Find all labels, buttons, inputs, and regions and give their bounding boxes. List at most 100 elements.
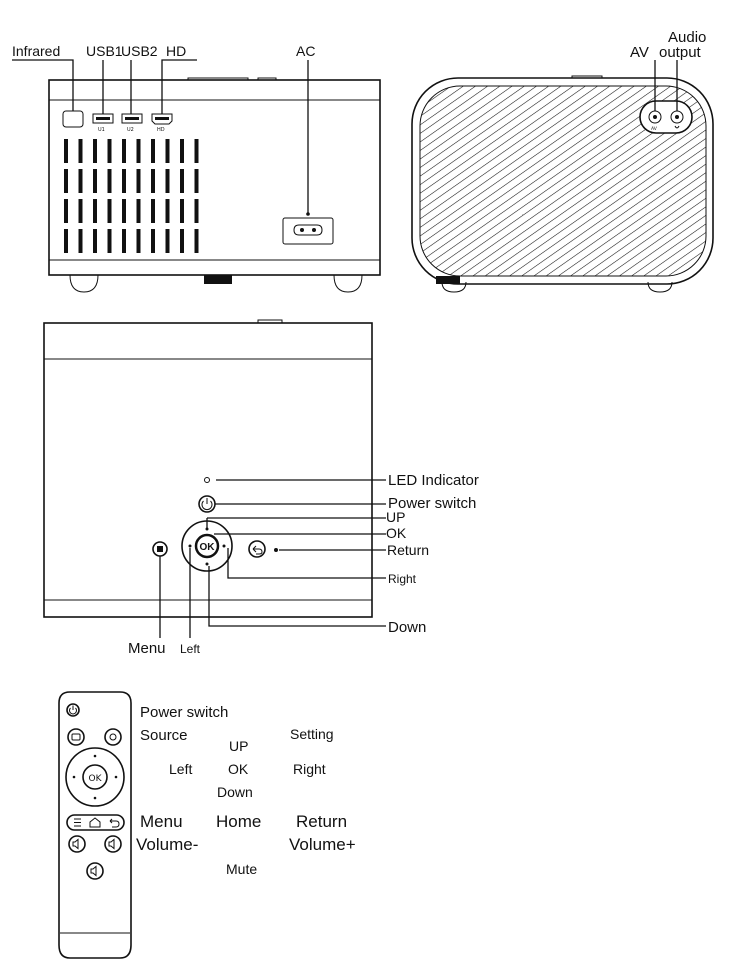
vent-slot [78,139,83,163]
vent-slot [194,199,199,223]
label-ok: OK [386,525,407,541]
ac-socket-frame [282,217,334,245]
vent-slot [136,229,141,253]
remote-label-up: UP [229,738,248,754]
label-power-switch: Power switch [388,495,476,512]
side-foot-base [436,276,460,284]
source-icon [71,733,81,741]
usb2-port [121,113,143,124]
headphone-icon [674,125,680,129]
vent-slot [78,229,83,253]
infrared-leader [12,59,74,111]
usb2-port-inner [125,117,139,120]
remote-volume-down-button[interactable] [68,835,86,853]
power-icon [201,500,213,510]
av-port-mark: AV [651,126,658,132]
remote-right-dot[interactable] [114,775,118,779]
vent-slot [107,199,112,223]
vent-slot [151,169,155,193]
hdmi-port [151,113,173,125]
remote-volume-up-button[interactable] [104,835,122,853]
remote-label-home: Home [216,812,261,831]
audio-output-port-pin [675,115,679,119]
usb1-port-mark: U1 [98,127,105,133]
hdmi-port-mark: HD [157,127,165,133]
vent-slot [180,199,184,223]
vent-slot [64,199,68,223]
vent-slot [165,169,170,193]
return-icon [252,545,263,555]
vent-slot [93,139,97,163]
remote-label-mute: Mute [226,861,257,877]
remote-setting-button[interactable] [104,728,122,746]
ok-button[interactable] [194,533,220,559]
home-icon[interactable] [89,817,101,828]
back-foot-center [204,275,232,284]
remote-control: OK Power switch Source Setting UP Left O… [58,691,356,959]
remote-label-power-switch: Power switch [140,704,228,721]
vent-slot [107,169,112,193]
dpad-down-dot[interactable] [205,562,209,566]
menu-icon[interactable] [74,818,81,827]
ac-pin-left [300,228,304,232]
vent-slot [136,199,141,223]
vent-slot [194,169,199,193]
label-down: Down [388,619,426,636]
remote-power-icon [69,707,77,715]
dpad-right-dot[interactable] [222,544,226,548]
remote-label-menu: Menu [140,812,183,831]
remote-label-volume-minus: Volume- [136,835,198,854]
remote-down-dot[interactable] [93,796,97,800]
volume-up-icon [108,838,115,850]
remote-source-button[interactable] [67,728,85,746]
remote-label-setting: Setting [290,726,334,742]
remote-up-dot[interactable] [93,754,97,758]
vent-slot [122,229,126,253]
remote-label-volume-plus: Volume+ [289,835,356,854]
label-up: UP [386,509,405,525]
back-panel [48,79,381,276]
vent-slot [165,199,170,223]
dpad-left-dot[interactable] [188,544,192,548]
right-leader [227,548,386,579]
vent-slot [122,199,126,223]
side-view: AV Audio output AV [411,29,714,293]
vent-grid [64,139,199,253]
remote-left-dot[interactable] [72,775,76,779]
ac-leader-dot [306,212,310,216]
side-foot-right [647,281,673,293]
down-leader [208,566,386,627]
remote-ok-text: OK [89,774,103,784]
label-usb2: USB2 [121,43,158,59]
remote-label-down: Down [217,784,253,800]
side-foot-left [441,281,467,293]
usb1-port-inner [96,117,110,120]
av-audio-port-panel [639,100,693,134]
remote-mute-button[interactable] [86,862,104,880]
vent-slot [122,139,126,163]
label-left: Left [180,642,201,656]
vent-slot [93,199,97,223]
remote-label-return: Return [296,812,347,831]
label-infrared: Infrared [12,43,60,59]
ok-button-text: OK [200,542,216,553]
remote-label-ok: OK [228,761,249,777]
back-foot-right [333,274,363,293]
vent-slot [122,169,126,193]
label-right: Right [388,572,417,586]
vent-slot [136,139,141,163]
top-view: OK LED Indicator Power switch UP OK Retu… [43,319,479,657]
vent-slot [136,169,141,193]
top-panel [43,322,373,618]
vent-slot [165,139,170,163]
remote-menu-home-return-bar [66,814,125,831]
hdmi-port-inner [155,117,169,120]
label-menu: Menu [128,640,166,657]
return-icon[interactable] [109,818,120,828]
av-port-pin [653,115,657,119]
vent-slot [165,229,170,253]
remote-ok-button[interactable] [82,764,108,790]
vent-slot [151,139,155,163]
remote-label-source: Source [140,727,188,744]
